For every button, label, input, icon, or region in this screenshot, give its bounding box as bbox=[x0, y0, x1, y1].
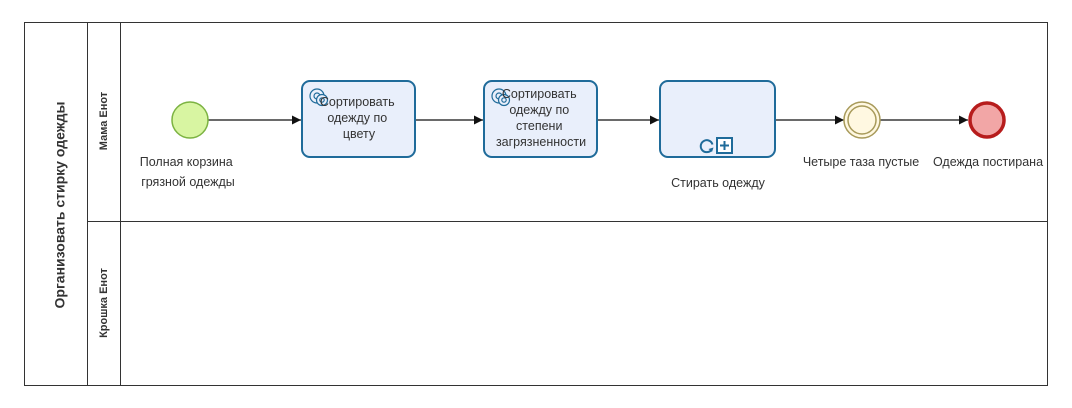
task-label: Сортировать одежду по цвету bbox=[320, 95, 398, 141]
pool-label: Организовать стирку одежды bbox=[52, 102, 68, 309]
start-event[interactable]: Полная корзина грязной одежды bbox=[140, 101, 236, 189]
lane-label-kroshka: Крошка Енот bbox=[98, 267, 110, 337]
lane-mama-enot[interactable]: Мама Енот bbox=[98, 22, 121, 386]
end-event[interactable]: Одежда постирана bbox=[933, 101, 1043, 169]
intermediate-event-label: Четыре таза пустые bbox=[803, 155, 919, 169]
task-label: Сортировать одежду по степени загрязненн… bbox=[496, 87, 586, 149]
start-event-label-line1: Полная корзина bbox=[140, 155, 233, 169]
task-box bbox=[483, 80, 598, 158]
task-sort-by-color[interactable]: Сортировать одежду по цвету bbox=[301, 80, 416, 158]
intermediate-event-inner bbox=[847, 105, 877, 135]
start-event-circle bbox=[171, 101, 209, 139]
subprocess-wash-clothes[interactable]: Стирать одежду bbox=[659, 80, 776, 190]
task-label-line2: одежду по bbox=[509, 103, 569, 117]
task-label-line3: степени bbox=[516, 119, 562, 133]
loop-icon bbox=[699, 139, 714, 154]
service-gears-icon bbox=[491, 88, 511, 107]
task-label-line1: Сортировать bbox=[320, 95, 395, 109]
subprocess-box bbox=[659, 80, 776, 158]
end-event-circle bbox=[968, 101, 1006, 139]
service-gears-icon bbox=[309, 88, 329, 107]
intermediate-event[interactable]: Четыре таза пустые bbox=[803, 101, 919, 169]
start-event-label-line2: грязной одежды bbox=[141, 175, 235, 189]
task-label-line3: цвету bbox=[343, 127, 376, 141]
pool-border bbox=[24, 22, 1048, 386]
lane-label-mama: Мама Енот bbox=[98, 91, 110, 150]
task-label-line4: загрязненности bbox=[496, 135, 586, 149]
task-label-line1: Сортировать bbox=[502, 87, 577, 101]
start-event-label: Полная корзина грязной одежды bbox=[140, 155, 236, 189]
task-label-line2: одежду по bbox=[327, 111, 387, 125]
collapsed-subprocess-plus-icon bbox=[716, 137, 733, 154]
subprocess-label: Стирать одежду bbox=[671, 176, 766, 190]
task-box bbox=[301, 80, 416, 158]
lane-kroshka-enot[interactable]: Крошка Енот bbox=[98, 267, 110, 337]
pool[interactable]: Организовать стирку одежды bbox=[24, 22, 1048, 386]
intermediate-event-outer bbox=[843, 101, 881, 139]
task-sort-by-dirtiness[interactable]: Сортировать одежду по степени загрязненн… bbox=[483, 80, 598, 158]
end-event-label: Одежда постирана bbox=[933, 155, 1043, 169]
